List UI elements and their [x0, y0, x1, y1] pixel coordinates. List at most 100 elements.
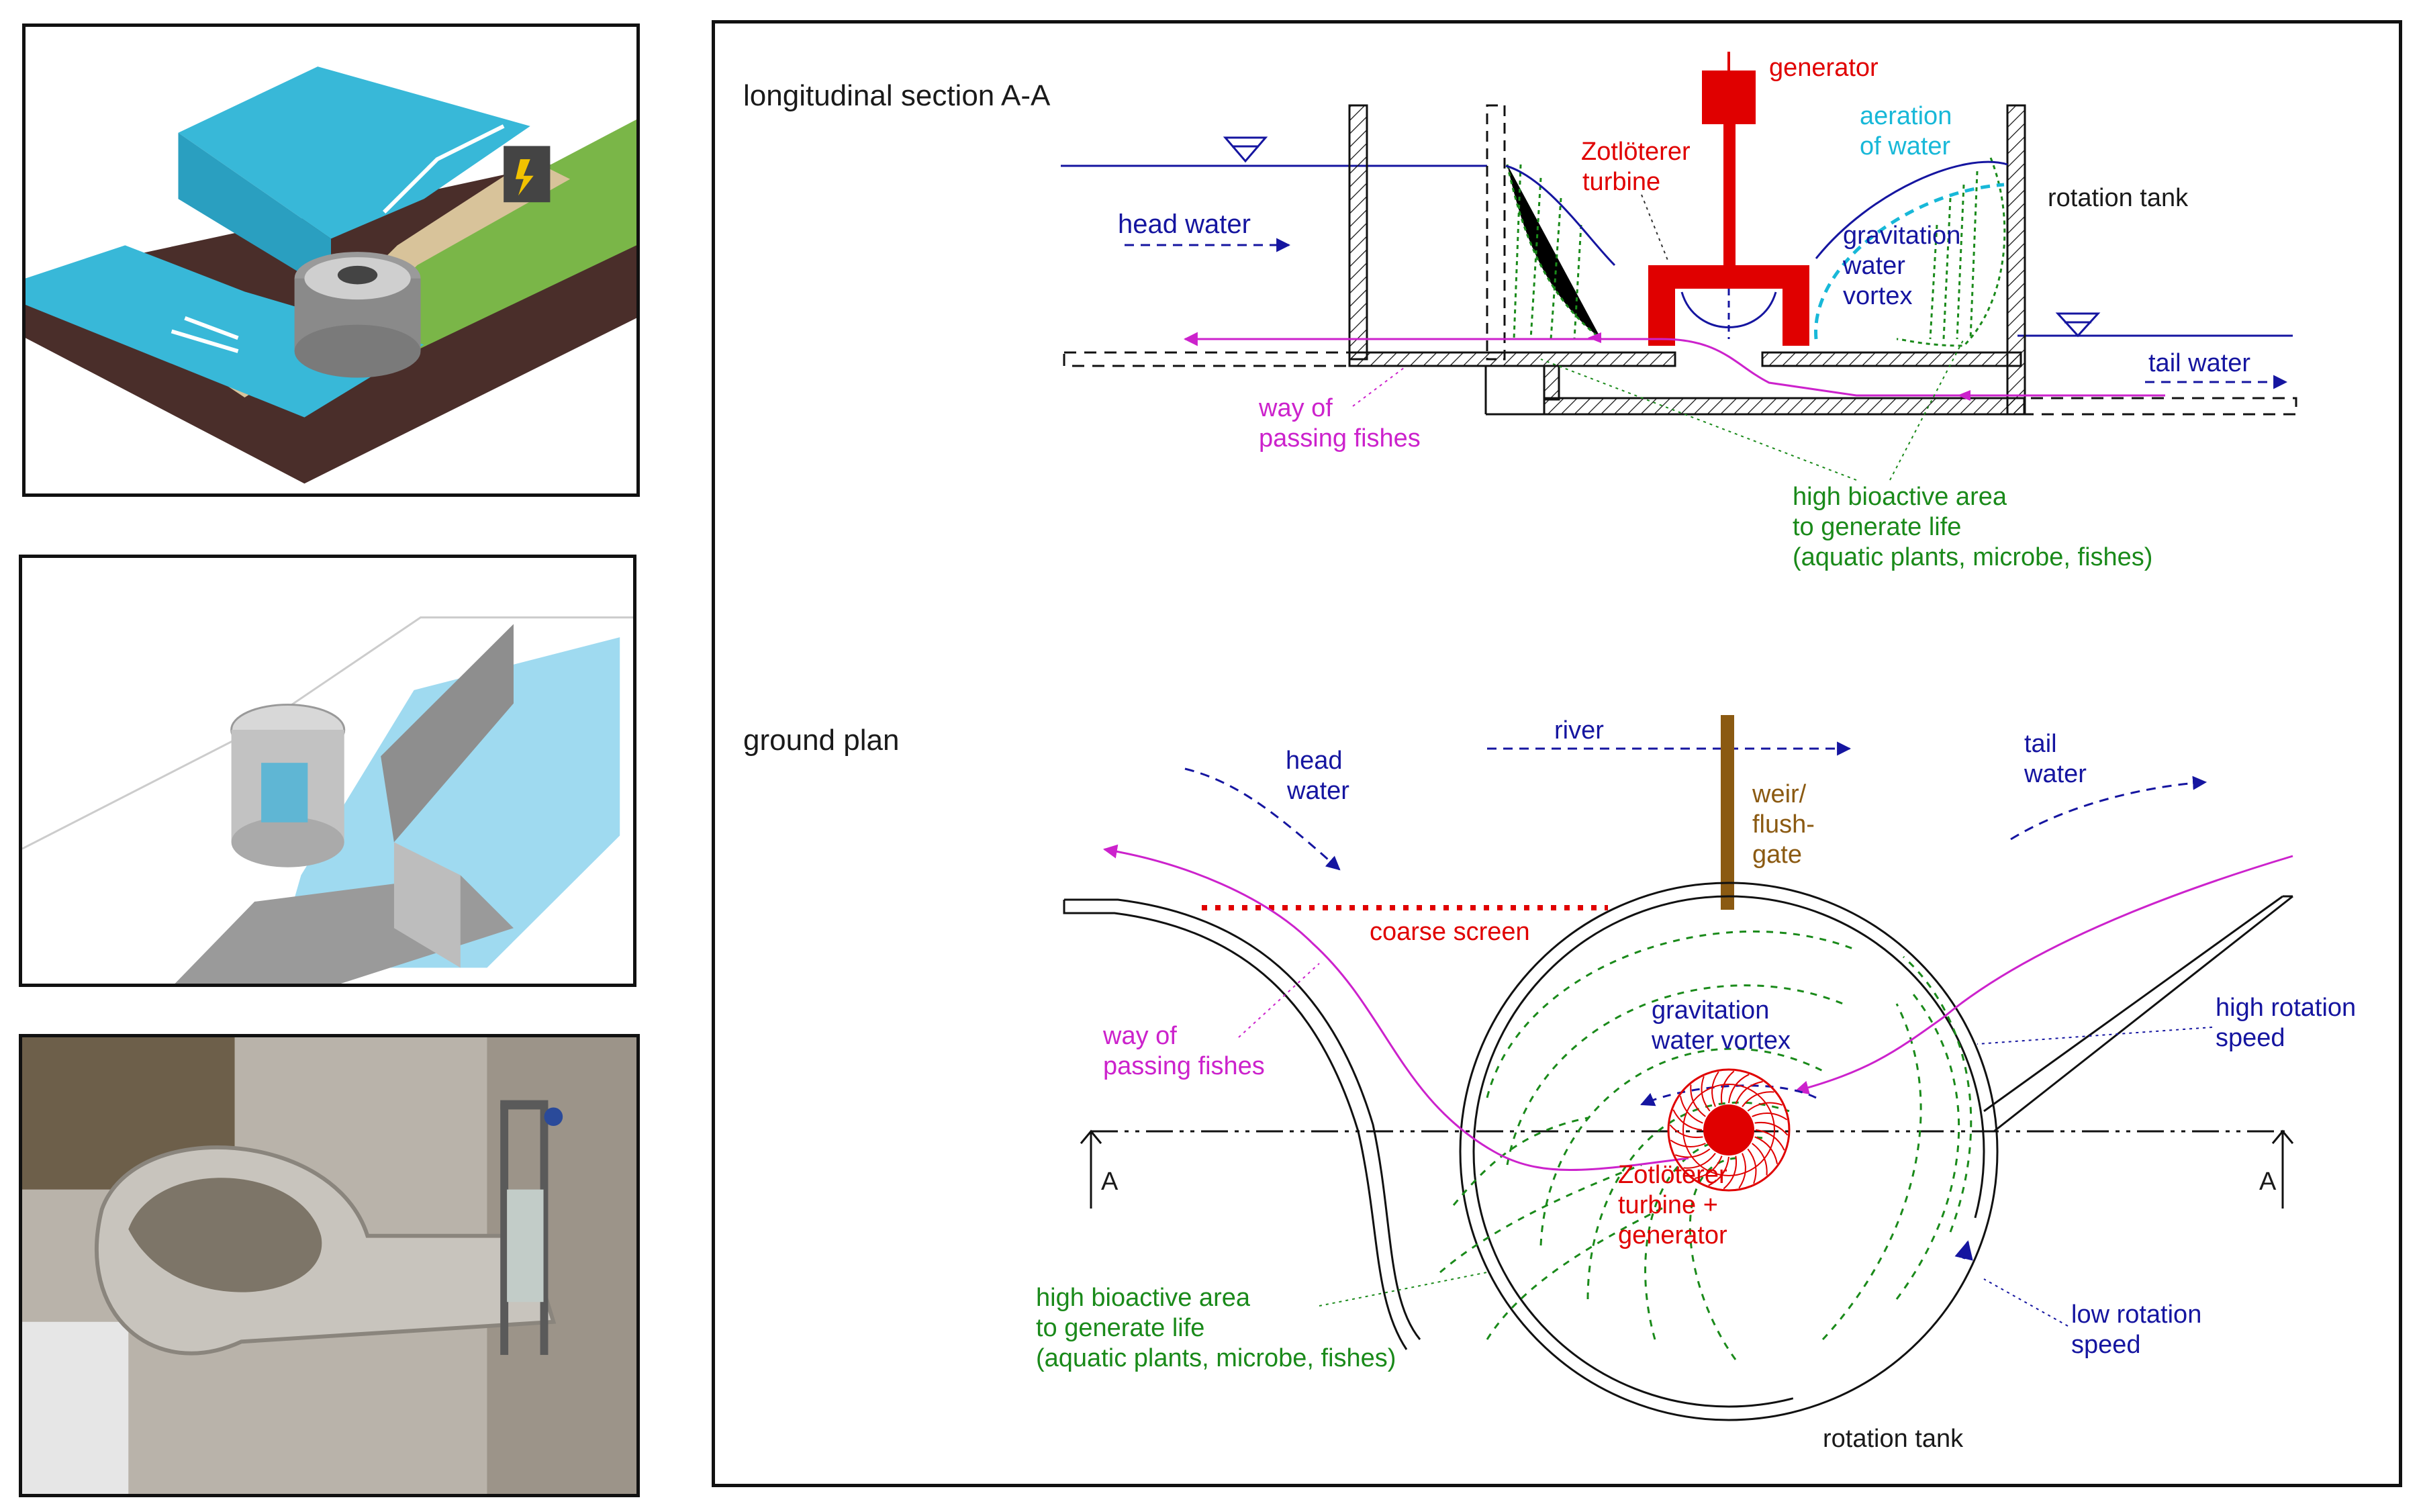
turbine-blade: [1747, 1148, 1757, 1184]
weir-label-line2: flush-: [1752, 810, 1815, 839]
turbine-blade: [1711, 1071, 1719, 1107]
plan-title: ground plan: [743, 724, 899, 757]
turbine-blade: [1752, 1143, 1768, 1176]
plan-vortex-label-line2: water vortex: [1651, 1027, 1791, 1055]
plan-turbine-label-line1: Zotlöterer: [1618, 1161, 1727, 1189]
rotation-tank-label: rotation tank: [2048, 184, 2189, 212]
channel-render-image: [19, 555, 636, 987]
turbine-blade: [1735, 1080, 1763, 1104]
plan-head-water-line2: water: [1286, 777, 1349, 805]
plan-turbine-label-line2: turbine +: [1618, 1191, 1718, 1219]
turbine-blade: [1755, 1129, 1785, 1151]
high-rotation-label-line2: speed: [2216, 1024, 2285, 1052]
plan-rotation-tank-label: rotation tank: [1823, 1425, 1964, 1453]
bottom-slab-right: [1761, 351, 2022, 367]
turbine-label-line2: turbine: [1582, 168, 1660, 196]
section-title: longitudinal section A-A: [743, 79, 1051, 112]
bioactive-zone-left: [1506, 164, 1602, 340]
turbine-blade: [1672, 1109, 1703, 1131]
turbine-blade: [1695, 1155, 1723, 1180]
turbine-blade: [1669, 1124, 1703, 1139]
high-rotation-label-line1: high rotation: [2216, 994, 2356, 1022]
aeration-curve: [1814, 183, 2005, 340]
downstream-bed-dashed: [2011, 397, 2297, 416]
turbine-blade: [1742, 1091, 1774, 1107]
diagram-panel: longitudinal section A-A: [712, 20, 2402, 1487]
plan-fish-label-line2: passing fishes: [1103, 1052, 1265, 1080]
weir-label-line1: weir/: [1752, 780, 1807, 808]
aeration-label-line1: aeration: [1860, 102, 1952, 130]
bioactive-spiral: [1439, 931, 1973, 1360]
bottom-slab: [1348, 351, 1676, 367]
coarse-screen-label: coarse screen: [1370, 918, 1530, 946]
turbine-blade: [1723, 1155, 1738, 1190]
fish-path-plan-outlet: [1794, 855, 2293, 1095]
turbine-blade: [1679, 1096, 1703, 1124]
fish-way-label-line2: passing fishes: [1259, 424, 1421, 453]
plan-vortex-label-line1: gravitation: [1652, 996, 1769, 1025]
turbine-runner: [1648, 265, 1809, 346]
right-wall: [2006, 104, 2026, 416]
weir-flush-gate: [1721, 715, 1734, 910]
bioactive-label-line1: high bioactive area: [1793, 483, 2007, 511]
fish-path-plan-inlet: [1102, 844, 1689, 1171]
turbine-blade: [1754, 1136, 1778, 1164]
left-wall: [1348, 104, 1368, 361]
aeration-label-line2: of water: [1860, 132, 1951, 160]
turbine-blade: [1728, 1074, 1750, 1104]
plan-head-water-arrow: [1184, 767, 1341, 871]
turbine-blade: [1720, 1070, 1735, 1104]
upstream-bed-dashed: [1063, 351, 1351, 367]
turbine-blade: [1752, 1113, 1788, 1121]
outlet-channel-bed: [1543, 397, 2026, 416]
plan-tail-water-line1: tail: [2024, 730, 2057, 758]
turbine-blade: [1670, 1139, 1706, 1147]
weir-label-line3: gate: [1752, 841, 1802, 869]
tail-water-level-symbol: [2055, 312, 2101, 338]
fish-way-label-line1: way of: [1258, 394, 1333, 422]
turbine-blade: [1683, 1153, 1716, 1169]
dashed-wall: [1486, 104, 1506, 361]
low-rotation-label-line2: speed: [2071, 1331, 2141, 1359]
vortex-label-line3: vortex: [1843, 282, 1912, 310]
rotation-tank-circle: [1459, 882, 1999, 1421]
generator-label: generator: [1769, 54, 1879, 82]
turbine-shaft: [1723, 124, 1736, 272]
turbine-label-line1: Zotlöterer: [1581, 138, 1691, 166]
plan-bioactive-label-line1: high bioactive area: [1036, 1284, 1251, 1312]
vortex-curve-left: [1505, 164, 1616, 267]
isometric-render-image: [22, 23, 640, 497]
vortex-label-line1: gravitation: [1843, 222, 1960, 250]
plan-fish-label-line1: way of: [1102, 1022, 1177, 1050]
tail-water-label: tail water: [2148, 349, 2250, 377]
generator-block: [1702, 70, 1756, 124]
section-marker-left: A: [1101, 1168, 1119, 1196]
turbine-blade: [1754, 1121, 1789, 1136]
plan-bioactive-label-line3: (aquatic plants, microbe, fishes): [1036, 1344, 1396, 1372]
low-rotation-label-line1: low rotation: [2071, 1301, 2201, 1329]
turbine-blade: [1747, 1102, 1783, 1112]
turbine-blade: [1738, 1153, 1746, 1189]
outlet-channel-wall: [1993, 895, 2293, 1133]
section-marker-left-symbol: [1080, 1129, 1102, 1209]
ground-plan: ground plan river head water tail water …: [743, 715, 2356, 1453]
construction-photo-image: [19, 1034, 640, 1497]
fish-path-section: [1183, 332, 2165, 397]
vortex-label-line2: water: [1842, 252, 1905, 280]
bioactive-zone-right: [1896, 157, 2006, 347]
vortex-curve-right: [1815, 160, 2008, 259]
plan-head-water-line1: head: [1286, 747, 1343, 775]
vortex-arrow: [1640, 1084, 1817, 1106]
turbine-blade: [1701, 1076, 1711, 1112]
head-water-label: head water: [1118, 209, 1251, 239]
turbine-plan: [1667, 1068, 1791, 1192]
plan-tail-water-line2: water: [2024, 760, 2087, 788]
bioactive-label-line3: (aquatic plants, microbe, fishes): [1793, 543, 2152, 571]
plan-turbine-label-line3: generator: [1618, 1221, 1727, 1249]
turbine-generator-hub: [1703, 1104, 1754, 1155]
turbine-blade: [1674, 1148, 1711, 1158]
turbine-section: [1648, 52, 1809, 346]
section-marker-right-symbol: [2271, 1129, 2294, 1209]
bioactive-label-line2: to generate life: [1793, 513, 1961, 541]
turbine-blade: [1690, 1084, 1706, 1117]
